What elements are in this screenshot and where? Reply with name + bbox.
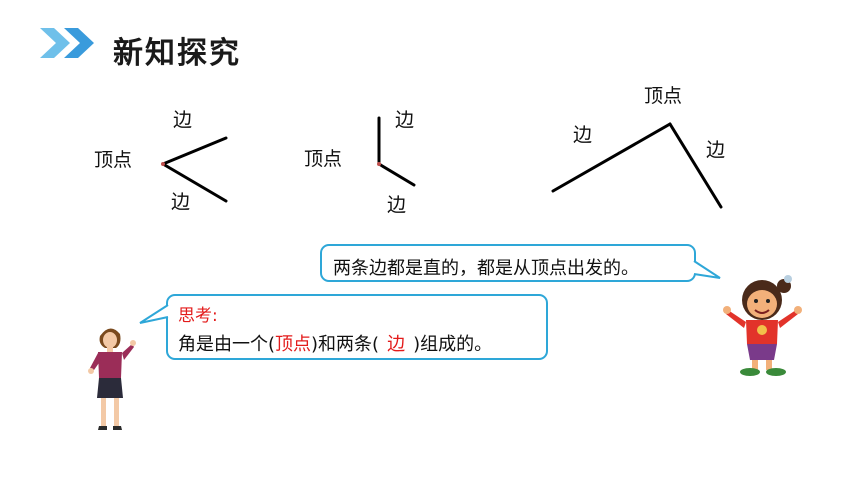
question-prompt: 思考:: [178, 306, 218, 326]
question-text-part-1: 角是由一个(: [178, 334, 276, 355]
question-sentence: 角是由一个(顶点)和两条( 边 )组成的。: [178, 330, 492, 356]
question-text-part-2: )和两条(: [311, 334, 380, 355]
girl-figure: [723, 275, 802, 376]
angle-2: [377, 116, 416, 187]
page-title: 新知探究: [113, 36, 241, 71]
answer-vertex: 顶点: [275, 334, 312, 355]
speech-bubble-tail: [692, 260, 721, 279]
angle-2-side-label-top: 边: [395, 109, 415, 131]
statement-text: 两条边都是直的，都是从顶点出发的。: [333, 258, 639, 279]
speech-bubble-question: 思考: 角是由一个(顶点)和两条( 边 )组成的。: [166, 294, 548, 360]
angle-3-vertex-label: 顶点: [644, 85, 683, 107]
speech-bubble-statement: 两条边都是直的，都是从顶点出发的。: [320, 244, 696, 282]
angle-3: [551, 122, 723, 209]
double-chevron-right-icon: [40, 28, 94, 58]
vertex-dot: [377, 162, 381, 166]
angle-3-side-label-right: 边: [706, 139, 726, 161]
angle-1-vertex-label: 顶点: [94, 149, 133, 171]
question-text-part-3: )组成的。: [413, 334, 493, 355]
teacher-figure: [88, 328, 136, 430]
angle-1-side-label-bottom: 边: [171, 191, 191, 213]
angle-3-side-label-left: 边: [573, 124, 593, 146]
angle-2-vertex-label: 顶点: [304, 148, 343, 170]
answer-side: 边: [387, 334, 406, 355]
angle-2-side-label-bottom: 边: [387, 194, 407, 216]
angle-1: [161, 136, 228, 203]
angle-1-side-label-top: 边: [173, 109, 193, 131]
angle-diagrams: [161, 116, 723, 209]
speech-bubble-tail: [139, 304, 169, 324]
vertex-dot: [161, 162, 165, 166]
